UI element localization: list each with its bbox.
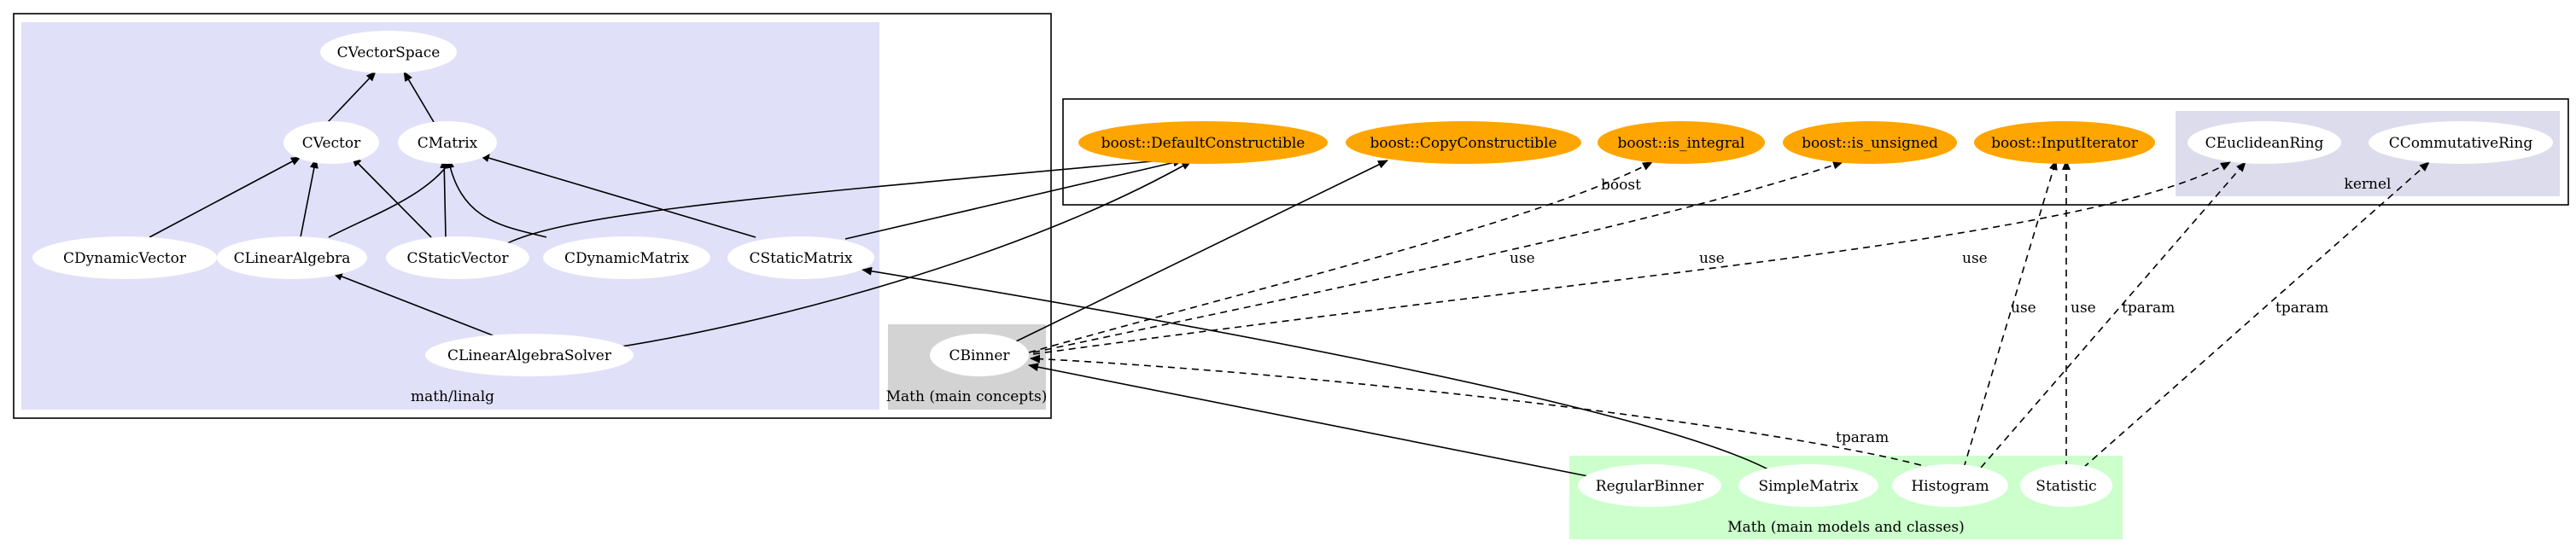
edge-cstaticvector-to-cvector — [351, 156, 432, 238]
edge-cdynamicvector-to-cvector — [149, 156, 301, 238]
node-clinearalgebra[interactable]: CLinearAlgebra — [217, 236, 367, 279]
node-boost-is-integral[interactable]: boost::is_integral — [1598, 121, 1765, 164]
node-boost-copyconstructible[interactable]: boost::CopyConstructible — [1346, 121, 1581, 164]
edge-regularbinner-to-cbinner — [1028, 363, 1598, 479]
edge-label-use-statistic: use — [2071, 300, 2096, 317]
edge-cdynamicmatrix-to-cmatrix — [446, 158, 547, 238]
node-cmatrix-label: CMatrix — [418, 135, 478, 152]
edge-histogram-to-ceuclideanring — [1980, 161, 2246, 469]
edge-label-boost: boost — [1601, 177, 1641, 194]
node-cdynamicmatrix[interactable]: CDynamicMatrix — [543, 236, 710, 279]
node-clinearalgebrasolver-label: CLinearAlgebraSolver — [447, 347, 612, 364]
edge-clinearalgebrasolver-to-defaultconstructible — [610, 160, 1192, 349]
cluster-kernel-label: kernel — [2345, 176, 2392, 193]
node-ccommutativering-label: CCommutativeRing — [2389, 135, 2533, 152]
node-cstaticmatrix-label: CStaticMatrix — [750, 250, 853, 267]
node-boost-inputiterator-label: boost::InputIterator — [1991, 135, 2139, 152]
node-boost-is-unsigned-label: boost::is_unsigned — [1802, 135, 1938, 152]
node-boost-defaultconstructible-label: boost::DefaultConstructible — [1101, 135, 1306, 152]
node-ceuclideanring[interactable]: CEuclideanRing — [2188, 121, 2341, 164]
edge-clinearalgebra-to-cvector — [300, 158, 318, 238]
edge-cvector-to-cvectorspace — [327, 71, 377, 123]
node-cbinner-label: CBinner — [949, 347, 1010, 364]
node-cdynamicvector[interactable]: CDynamicVector — [32, 236, 217, 279]
edge-histogram-to-inputiterator — [1963, 160, 2058, 469]
node-ceuclideanring-label: CEuclideanRing — [2205, 135, 2324, 152]
node-boost-is-unsigned[interactable]: boost::is_unsigned — [1783, 121, 1957, 164]
edge-label-use-histogram: use — [2011, 300, 2036, 317]
node-cdynamicvector-label: CDynamicVector — [63, 250, 187, 267]
node-boost-copyconstructible-label: boost::CopyConstructible — [1370, 135, 1557, 152]
edge-simplematrix-to-cstaticmatrix — [862, 266, 1777, 474]
node-boost-inputiterator[interactable]: boost::InputIterator — [1974, 121, 2155, 164]
edge-cstaticvector-to-cmatrix — [440, 158, 449, 238]
node-cstaticvector-label: CStaticVector — [407, 250, 510, 267]
cluster-linalg-label: math/linalg — [411, 388, 494, 405]
node-histogram[interactable]: Histogram — [1892, 464, 2008, 507]
edges — [149, 71, 2430, 479]
edge-label-tparam-histogram-ring: tparam — [2122, 300, 2175, 317]
node-statistic[interactable]: Statistic — [2020, 464, 2112, 507]
node-cdynamicmatrix-label: CDynamicMatrix — [564, 250, 689, 267]
edge-cbinner-to-copyconstructible — [1015, 160, 1388, 342]
node-statistic-label: Statistic — [2036, 478, 2096, 495]
node-ccommutativering[interactable]: CCommutativeRing — [2369, 121, 2553, 164]
outer-box-external — [1062, 98, 2569, 206]
node-cvector-label: CVector — [302, 135, 361, 152]
cluster-concepts-label: Math (main concepts) — [886, 388, 1048, 405]
node-clinearalgebra-label: CLinearAlgebra — [234, 250, 351, 267]
node-regularbinner[interactable]: RegularBinner — [1578, 464, 1721, 507]
node-cstaticmatrix[interactable]: CStaticMatrix — [727, 236, 874, 279]
nodes: CVectorSpace CVector CMatrix CDynamicVec… — [32, 31, 2553, 507]
edge-cbinner-to-ceuclideanring — [1032, 161, 2231, 355]
edge-cbinner-to-is-integral — [1028, 161, 1653, 353]
edge-histogram-to-cbinner — [1030, 354, 1956, 476]
node-cvectorspace-label: CVectorSpace — [337, 44, 441, 61]
node-histogram-label: Histogram — [1911, 478, 1989, 495]
node-boost-defaultconstructible[interactable]: boost::DefaultConstructible — [1078, 121, 1328, 164]
edge-cstaticmatrix-to-defaultconstructible — [844, 158, 1183, 240]
edge-cbinner-to-is-unsigned — [1032, 160, 1843, 353]
edge-label-use-is-integral: use — [1510, 250, 1535, 267]
node-cstaticvector[interactable]: CStaticVector — [386, 236, 529, 279]
edge-cmatrix-to-cvectorspace — [403, 71, 435, 123]
node-simplematrix[interactable]: SimpleMatrix — [1738, 464, 1878, 507]
edge-clinearalgebrasolver-to-clinearalgebra — [332, 272, 505, 341]
edge-label-tparam-histogram-binner: tparam — [1836, 429, 1889, 446]
node-regularbinner-label: RegularBinner — [1596, 478, 1704, 495]
edge-label-use-is-unsigned: use — [1699, 250, 1725, 267]
edge-label-use-ceuclideanring: use — [1962, 250, 1988, 267]
edge-cstaticvector-to-defaultconstructible — [499, 155, 1182, 248]
outer-box-math — [13, 13, 1052, 419]
cluster-models-label: Math (main models and classes) — [1727, 519, 1965, 536]
edge-labels: boost use use use use use tparam tparam … — [1510, 177, 2328, 446]
node-cvectorspace[interactable]: CVectorSpace — [320, 31, 457, 73]
edge-cstaticmatrix-to-cmatrix — [479, 154, 756, 238]
edge-label-tparam-statistic: tparam — [2275, 300, 2328, 317]
node-boost-is-integral-label: boost::is_integral — [1618, 135, 1745, 152]
node-cmatrix[interactable]: CMatrix — [398, 121, 497, 164]
edge-clinearalgebra-to-cmatrix — [328, 158, 453, 238]
node-clinearalgebrasolver[interactable]: CLinearAlgebraSolver — [425, 334, 634, 376]
node-cbinner[interactable]: CBinner — [930, 334, 1029, 376]
edge-statistic-to-ccommutativering — [2082, 161, 2430, 469]
node-simplematrix-label: SimpleMatrix — [1758, 478, 1859, 495]
node-cvector[interactable]: CVector — [283, 121, 379, 164]
